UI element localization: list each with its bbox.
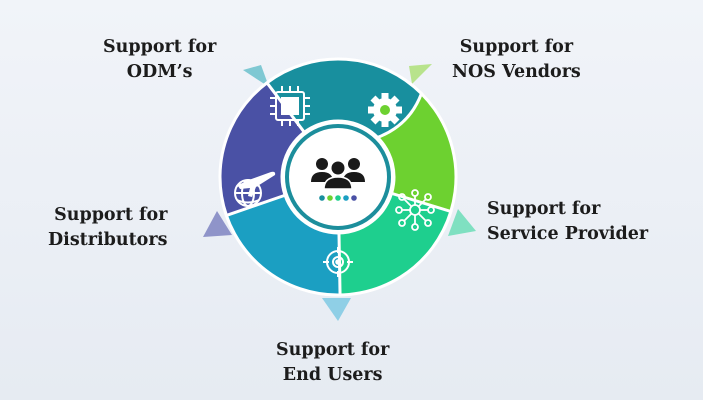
team-icon xyxy=(311,158,365,190)
label-odm: Support for ODM’s xyxy=(103,37,217,82)
label-distributors: Support for Distributors xyxy=(48,205,168,250)
globe-plane-icon xyxy=(234,171,276,207)
center-border xyxy=(285,124,391,230)
network-icon xyxy=(395,189,435,231)
color-dots xyxy=(319,195,357,201)
arrow-end-users xyxy=(322,298,351,321)
target-icon xyxy=(323,247,353,277)
chip-icon xyxy=(270,86,310,126)
arrow-nos xyxy=(409,64,432,84)
label-end-users: Support for End Users xyxy=(276,340,390,385)
arrow-distributors xyxy=(203,211,232,237)
label-nos-vendors: Support for NOS Vendors xyxy=(452,37,581,82)
arrow-odm xyxy=(243,65,269,87)
gear-icon xyxy=(368,93,402,127)
label-service-provider: Support for Service Provider xyxy=(487,199,649,244)
arrow-service-provider xyxy=(448,209,476,236)
